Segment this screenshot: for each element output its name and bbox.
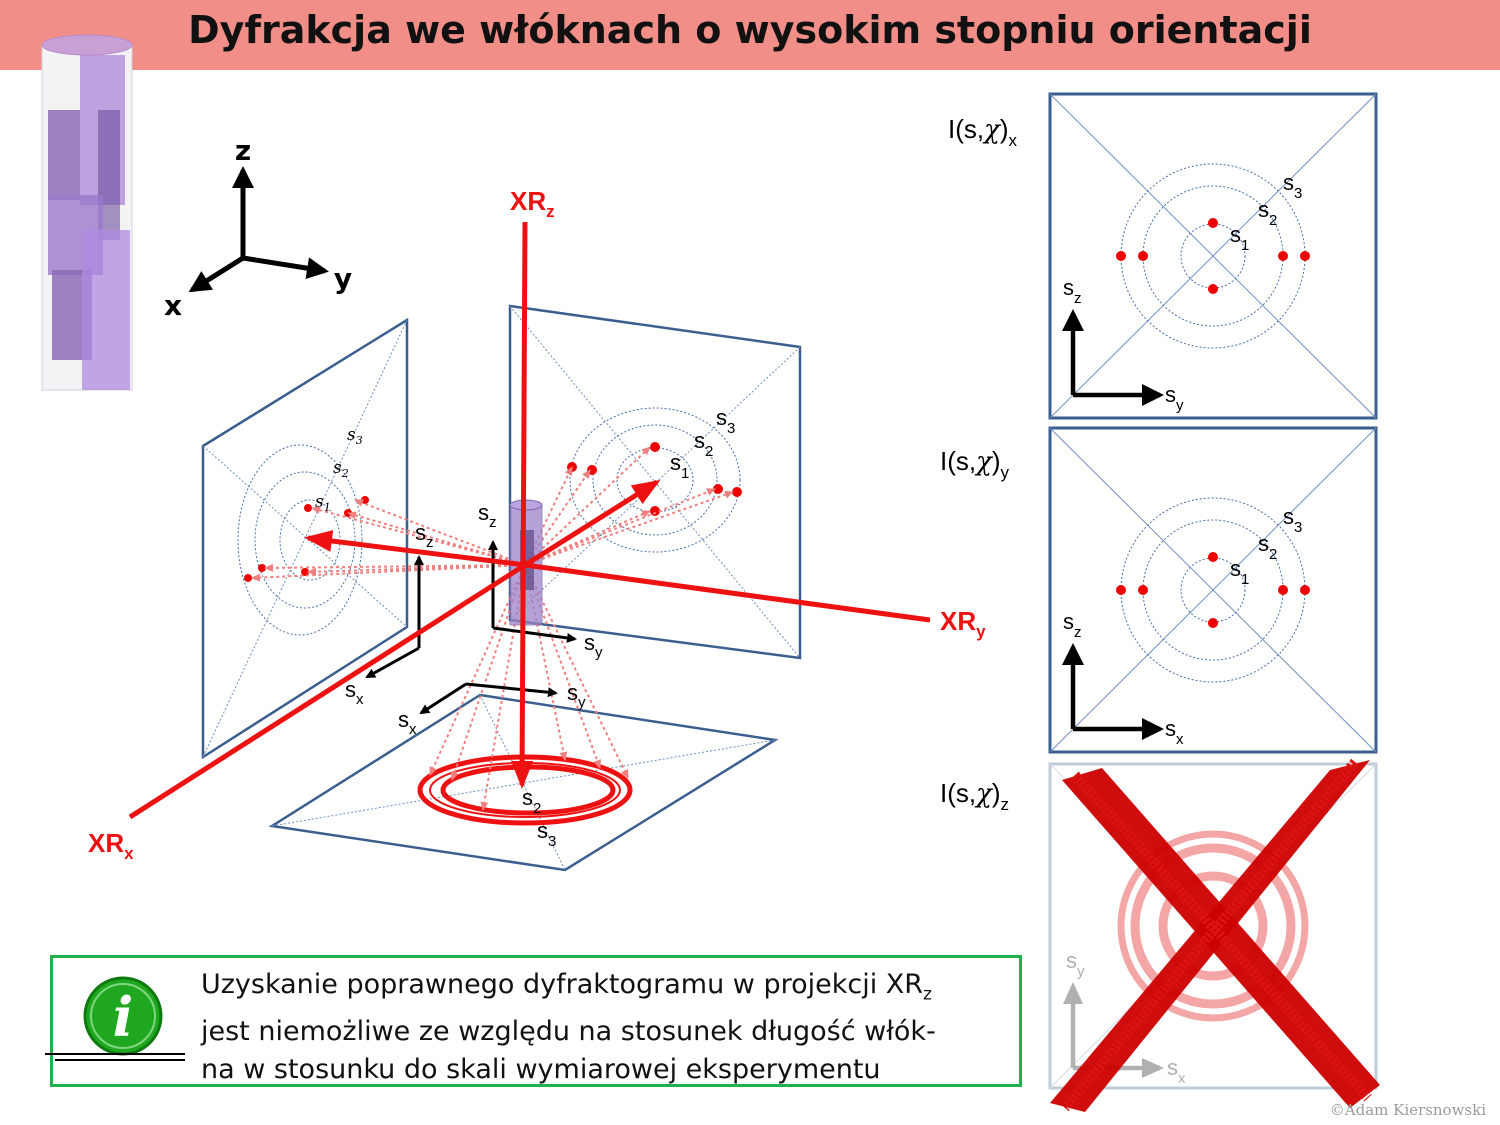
reciprocal-axes-bottom: sy sx [398,680,586,738]
bottom-label-s2: s2 [522,785,541,817]
detector-screen-x: s3 s2 s1 [201,317,409,760]
beam-y-outgoing [304,530,526,568]
panel-ix: I(s,χ)x s3 s2 s1 sz sy [948,92,1378,420]
info-line-3: na w stosunku do skali wymiarowej eksper… [201,1054,881,1086]
panel-iz: I(s,χ)z sy sx [940,758,1380,1112]
info-line-2: jest niemożliwe ze względu na stosunek d… [201,1016,936,1048]
panel-ix-s3: s3 [1283,170,1302,202]
axis-x-label: x [164,289,182,322]
left-sz-label: sz [415,520,434,551]
axis-z-label: z [235,134,251,167]
panel-ix-v-axis: sz [1063,275,1082,307]
beam-y-incoming [524,562,931,623]
panel-ix-s2: s2 [1258,197,1277,229]
left-label-s1: s1 [315,492,331,514]
info-icon: i [45,976,185,1061]
center-sz-label: sz [478,500,497,531]
primary-beams: XRz XRy XRx [88,186,986,863]
title-bar [0,0,1500,70]
panel-iz-h-axis: sx [1167,1055,1186,1087]
axis-y-label: y [334,262,352,295]
left-label-s2: s2 [333,458,349,480]
bottom-sx-label: sx [398,707,417,738]
xry-label: XRy [940,606,986,641]
info-line-1: Uzyskanie poprawnego dyfraktogramu w pro… [201,969,932,1005]
back-label-s3: s3 [716,405,735,437]
center-sy-label: sy [584,630,603,661]
panel-iy-v-axis: sz [1063,609,1082,641]
back-label-s1: s1 [670,450,689,482]
info-box: i Uzyskanie poprawnego dyfraktogramu w p… [45,955,1022,1089]
left-label-s3: s3 [347,425,363,447]
left-sx-label: sx [345,677,364,708]
beam-x-outgoing [523,479,661,568]
info-icon-letter: i [113,985,134,1049]
panel-ix-h-axis: sy [1165,382,1184,414]
info-text: Uzyskanie poprawnego dyfraktogramu w pro… [201,966,1011,1089]
panel-iz-title: I(s,χ)z [940,778,1009,814]
beam-z [511,221,534,789]
panel-iy: I(s,χ)y s3 s2 s1 sz sx [940,426,1378,754]
panel-iy-s2: s2 [1258,531,1277,563]
panel-ix-s1: s1 [1230,222,1249,254]
credit: ©Adam Kiersnowski [1329,1101,1486,1119]
panel-iz-v-axis: sy [1066,948,1085,980]
back-label-s2: s2 [694,428,713,460]
xrx-label: XRx [88,828,134,863]
page-title: Dyfrakcja we włóknach o wysokim stopniu … [188,8,1312,52]
panel-iy-s3: s3 [1283,504,1302,536]
panel-ix-title: I(s,χ)x [948,114,1018,150]
panel-iy-s1: s1 [1230,556,1249,588]
bottom-sy-label: sy [567,680,586,711]
axes-3d: z y x [164,134,352,322]
xrz-label: XRz [510,186,555,221]
cross-out-icon [1050,758,1380,1112]
fiber-illustration [41,34,133,391]
panel-iy-h-axis: sx [1165,716,1184,748]
bottom-label-s3: s3 [537,818,556,850]
panel-iy-title: I(s,χ)y [940,446,1010,482]
beam-x-incoming [128,562,527,820]
